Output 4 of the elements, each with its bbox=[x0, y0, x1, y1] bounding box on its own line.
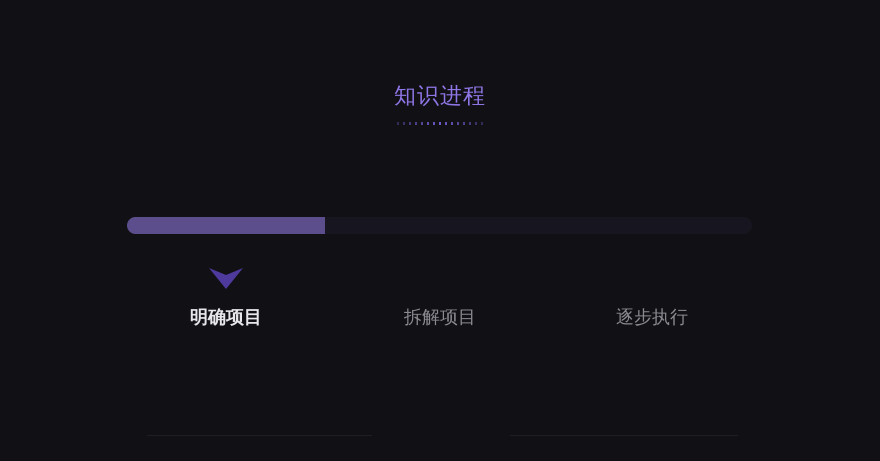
title: 知识进程 bbox=[394, 84, 486, 109]
step-label: 逐步执行 bbox=[616, 306, 688, 330]
step-label: 明确项目 bbox=[190, 306, 262, 330]
step-label: 拆解项目 bbox=[404, 306, 476, 330]
